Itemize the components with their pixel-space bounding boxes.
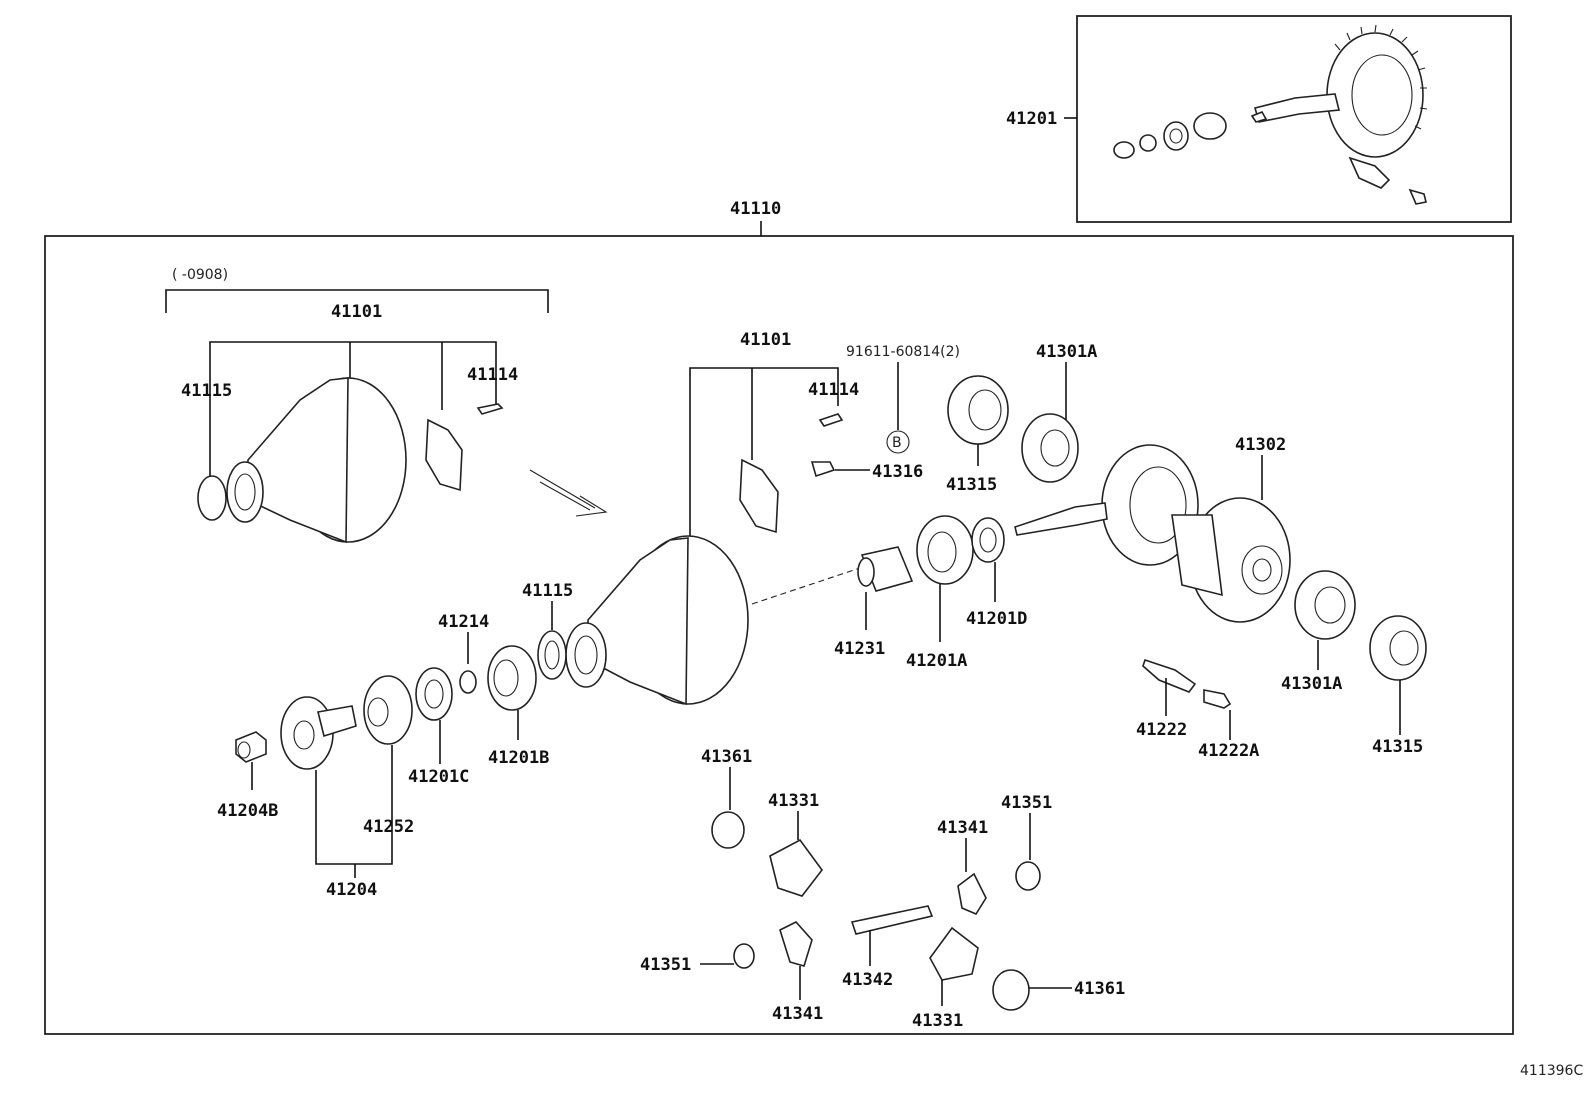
leader-41101-center bbox=[689, 367, 839, 540]
label-41361-top[interactable]: 41361 bbox=[701, 747, 752, 767]
spacer-41231-drawing bbox=[857, 546, 914, 592]
main-assembly-frame bbox=[44, 235, 1514, 1035]
side-gear-41341-bottom-drawing bbox=[779, 921, 813, 967]
label-41204B[interactable]: 41204B bbox=[217, 801, 278, 821]
bearing-41301A-top-drawing bbox=[1021, 413, 1079, 483]
label-41315-top[interactable]: 41315 bbox=[946, 475, 997, 495]
side-gear-41341-top-drawing bbox=[957, 872, 987, 916]
label-41316[interactable]: 41316 bbox=[872, 462, 923, 482]
shaft-41342-drawing bbox=[850, 905, 934, 935]
oil-slinger-41252-drawing bbox=[363, 675, 413, 745]
label-41342[interactable]: 41342 bbox=[842, 970, 893, 990]
pinion-41331-top-drawing bbox=[769, 838, 824, 897]
label-41351-top[interactable]: 41351 bbox=[1001, 793, 1052, 813]
label-41201[interactable]: 41201 bbox=[1006, 109, 1057, 129]
label-41201D[interactable]: 41201D bbox=[966, 609, 1027, 629]
label-41101-center[interactable]: 41101 bbox=[740, 330, 791, 350]
label-41331-bottom[interactable]: 41331 bbox=[912, 1011, 963, 1031]
washer-41351-top-drawing bbox=[1015, 861, 1041, 891]
label-41201A[interactable]: 41201A bbox=[906, 651, 967, 671]
washer-41351-bottom-drawing bbox=[733, 943, 755, 969]
label-41252[interactable]: 41252 bbox=[363, 817, 414, 837]
label-41214[interactable]: 41214 bbox=[438, 612, 489, 632]
label-41351-bottom[interactable]: 41351 bbox=[640, 955, 691, 975]
label-41115-left[interactable]: 41115 bbox=[181, 381, 232, 401]
bearing-41301A-right-drawing bbox=[1294, 570, 1356, 640]
ring-pinion-gear-set-drawing bbox=[1113, 24, 1428, 205]
washer-41361-bottom-drawing bbox=[992, 969, 1030, 1011]
label-41341-bottom[interactable]: 41341 bbox=[772, 1004, 823, 1024]
diagram-reference-code: 411396C bbox=[1520, 1063, 1583, 1079]
washer-41361-top-drawing bbox=[711, 811, 745, 849]
nut-41204B-drawing bbox=[235, 731, 267, 763]
companion-flange-41204-drawing bbox=[280, 696, 357, 770]
label-41315-right[interactable]: 41315 bbox=[1372, 737, 1423, 757]
bearing-41201C-drawing bbox=[415, 667, 453, 721]
label-41301A-top[interactable]: 41301A bbox=[1036, 342, 1097, 362]
label-41222[interactable]: 41222 bbox=[1136, 720, 1187, 740]
ring-41315-top-drawing bbox=[947, 375, 1009, 445]
pinion-41331-bottom-drawing bbox=[929, 926, 979, 981]
label-41114-center[interactable]: 41114 bbox=[808, 380, 859, 400]
label-41341-top[interactable]: 41341 bbox=[937, 818, 988, 838]
label-41301A-right[interactable]: 41301A bbox=[1281, 674, 1342, 694]
label-41201C[interactable]: 41201C bbox=[408, 767, 469, 787]
seal-41115-center-drawing bbox=[537, 630, 567, 680]
bearing-41201D-drawing bbox=[971, 517, 1005, 563]
arrow-indicator bbox=[529, 469, 608, 517]
label-41114-left[interactable]: 41114 bbox=[467, 365, 518, 385]
label-41201B[interactable]: 41201B bbox=[488, 748, 549, 768]
label-41231[interactable]: 41231 bbox=[834, 639, 885, 659]
bearing-41201A-drawing bbox=[916, 515, 974, 585]
label-41110[interactable]: 41110 bbox=[730, 199, 781, 219]
label-41204[interactable]: 41204 bbox=[326, 880, 377, 900]
leader-41101-left bbox=[209, 341, 497, 480]
label-41361-bottom[interactable]: 41361 bbox=[1074, 979, 1125, 999]
label-41331-top[interactable]: 41331 bbox=[768, 791, 819, 811]
label-41302[interactable]: 41302 bbox=[1235, 435, 1286, 455]
bracket-0908 bbox=[165, 289, 549, 313]
bracket-41204 bbox=[315, 745, 393, 865]
carrier-housing-left-drawing bbox=[197, 377, 504, 544]
label-41101-left[interactable]: 41101 bbox=[331, 302, 382, 322]
callout-b[interactable]: B bbox=[892, 435, 902, 451]
bearing-41201B-drawing bbox=[487, 645, 537, 711]
label-41222A[interactable]: 41222A bbox=[1198, 741, 1259, 761]
sensor-41222-drawing bbox=[1142, 658, 1232, 709]
carrier-housing-center-drawing bbox=[565, 413, 861, 706]
inset-frame-41201 bbox=[1076, 15, 1512, 223]
label-41115-center[interactable]: 41115 bbox=[522, 581, 573, 601]
differential-case-41302-drawing bbox=[1014, 444, 1291, 623]
callout-b-circle bbox=[886, 430, 910, 454]
label-91611-60814[interactable]: 91611-60814(2) bbox=[846, 344, 960, 360]
date-range-note: ( -0908) bbox=[172, 267, 228, 283]
ring-41315-right-drawing bbox=[1369, 615, 1427, 681]
washer-41214-drawing bbox=[459, 670, 477, 694]
